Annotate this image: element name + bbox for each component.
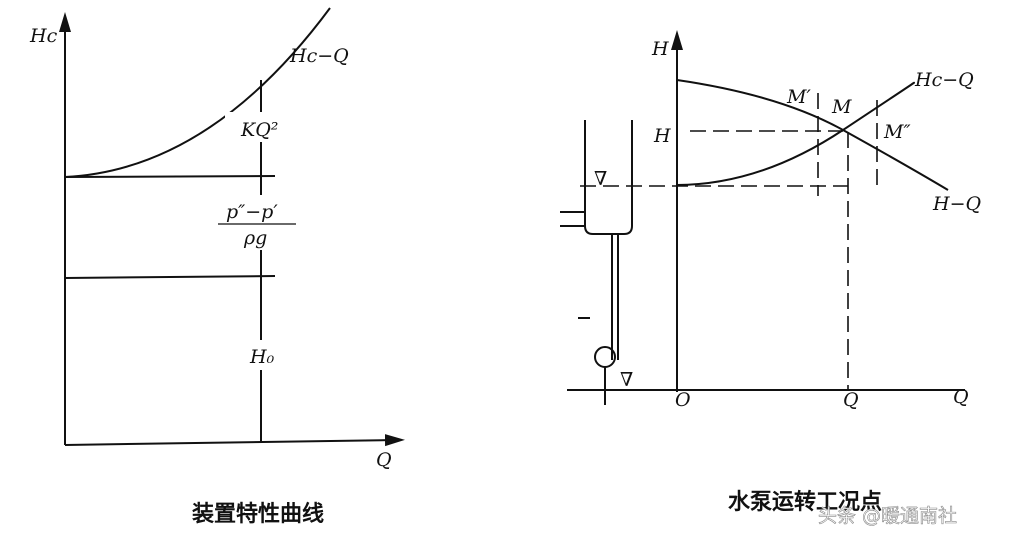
x-axis bbox=[64, 434, 405, 447]
tank-water-level-symbol: ∇ bbox=[594, 168, 607, 190]
pressure-denominator: ρg bbox=[243, 227, 267, 249]
system-curve bbox=[676, 81, 915, 186]
static-head-label: H₀ bbox=[249, 346, 275, 368]
level-line-upper bbox=[64, 175, 276, 178]
x-axis-label: Q bbox=[376, 449, 392, 471]
watermark: 头条 @暖通南社 bbox=[818, 505, 957, 527]
operating-flow-label: Q bbox=[843, 389, 859, 411]
system-curve-label: Hc−Q bbox=[914, 69, 974, 91]
origin-label: O bbox=[675, 389, 691, 411]
pressure-numerator: p″−p′ bbox=[226, 201, 278, 223]
left-caption: 装置特性曲线 bbox=[192, 501, 324, 527]
friction-term: KQ² bbox=[240, 119, 278, 141]
system-characteristic-diagram: Hc Q Hc−Q KQ² p″−p′ ρg H₀ 装置特性曲线 bbox=[29, 7, 405, 527]
point-m2-label: M″ bbox=[883, 121, 911, 143]
system-curve bbox=[64, 7, 331, 178]
point-m-label: M bbox=[831, 96, 852, 118]
right-caption: 水泵运转工况点 bbox=[728, 489, 882, 515]
y-axis-label: H bbox=[651, 38, 669, 60]
operating-point-diagram: H Q O Q H Hc−Q H−Q M′ M M″ ∇ ∇ 水泵运转工况点 bbox=[560, 30, 981, 515]
pump-curve-label: H−Q bbox=[932, 193, 981, 215]
water-tank bbox=[584, 120, 633, 235]
y-axis-label: Hc bbox=[29, 25, 58, 47]
point-m1-label: M′ bbox=[786, 86, 811, 108]
x-axis-label: Q bbox=[953, 386, 969, 408]
sump-water-level-symbol: ∇ bbox=[620, 369, 633, 391]
system-curve-label: Hc−Q bbox=[289, 45, 349, 67]
operating-head-label: H bbox=[653, 125, 671, 147]
level-line-lower bbox=[64, 275, 276, 279]
pump-curve bbox=[676, 79, 949, 191]
